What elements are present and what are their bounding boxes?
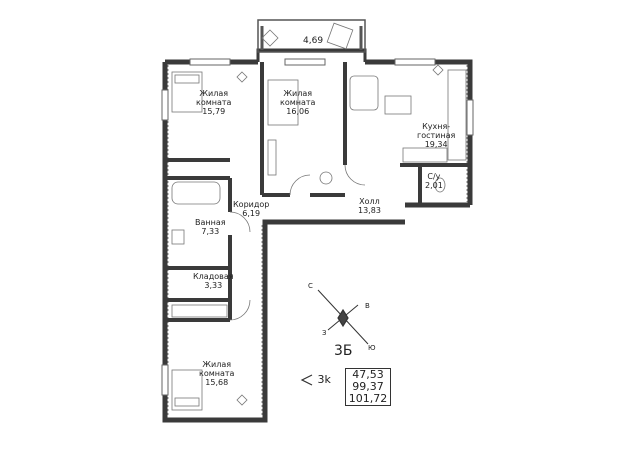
bed-3 <box>171 369 203 411</box>
sofa-kitchen <box>349 75 379 111</box>
compass-west: З <box>322 329 327 337</box>
compass <box>317 289 369 345</box>
floor-marker: 3k <box>300 373 331 386</box>
furniture <box>171 69 467 411</box>
triangle-marker-icon <box>300 374 313 386</box>
bathtub <box>171 181 221 205</box>
apartment-code: 3Б <box>334 343 353 359</box>
floor-marker-label: 3k <box>317 373 331 386</box>
bed-1 <box>171 71 203 113</box>
table-kitchen <box>384 95 412 115</box>
windows <box>161 58 474 396</box>
area-living: 47,53 <box>352 368 384 381</box>
compass-south: Ю <box>368 344 376 352</box>
toilet <box>434 177 446 193</box>
washbasin <box>171 229 185 245</box>
chair-2 <box>319 171 333 185</box>
bed-2 <box>267 79 299 126</box>
compass-east: В <box>365 302 370 310</box>
desk-2 <box>267 139 277 176</box>
apartment-area-box: 47,53 99,37 101,72 <box>345 368 391 406</box>
doors <box>229 164 366 321</box>
compass-north: С <box>308 282 313 290</box>
area-total: 99,37 <box>352 380 384 393</box>
plants <box>236 22 444 406</box>
kitchen-counter <box>447 69 467 161</box>
wardrobe <box>171 304 228 318</box>
interior-walls <box>165 62 470 322</box>
balcony-area-label: 4,69 <box>303 36 324 46</box>
area-total-with-balcony: 101,72 <box>348 392 388 405</box>
